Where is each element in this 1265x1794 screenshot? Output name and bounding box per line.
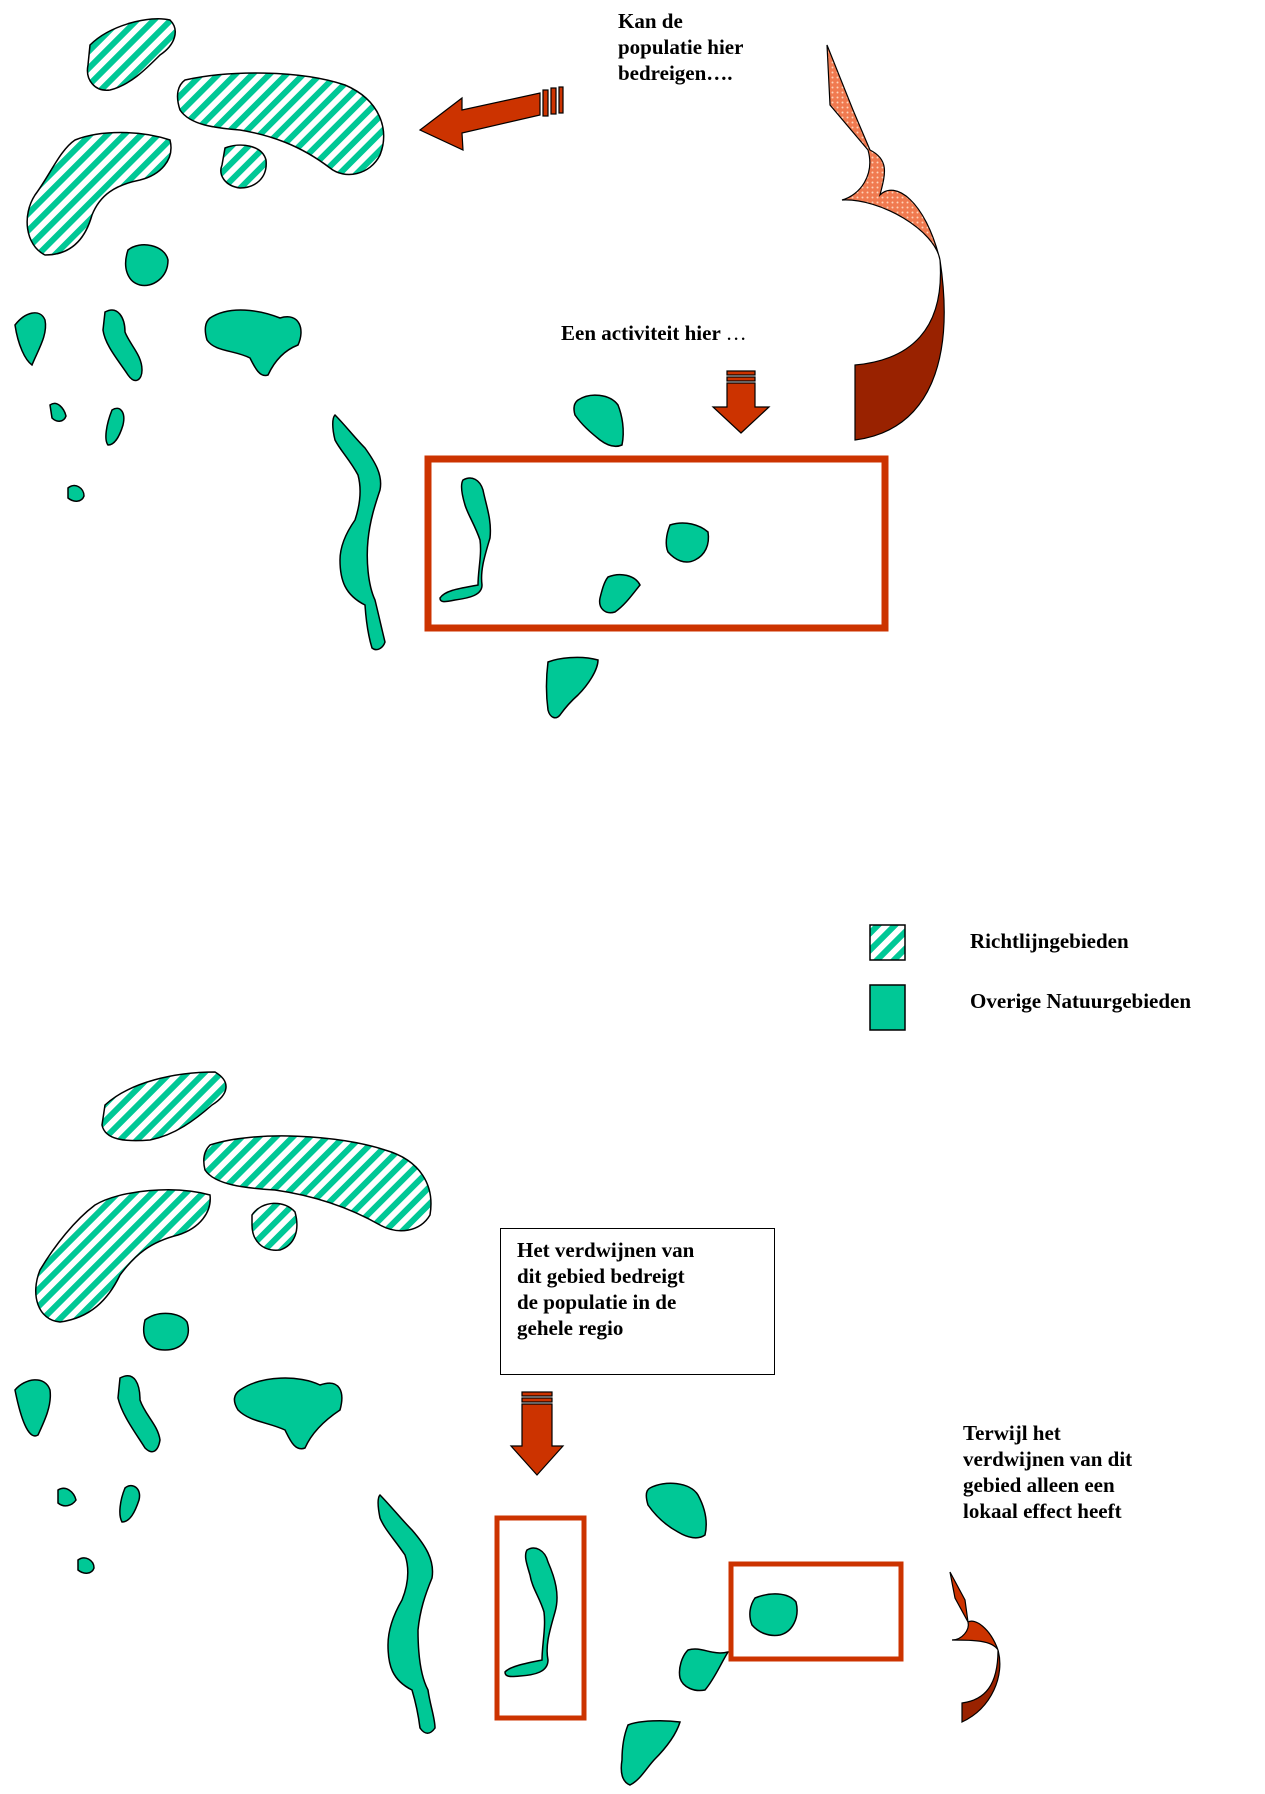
curved-arrow [826,44,945,441]
directive-area [251,1202,298,1251]
nature-area [105,407,125,446]
activity-frame [424,455,889,632]
local-effect-label: Terwijl het verdwijnen van dit gebied al… [963,1420,1132,1524]
top-question-line: Kan de [618,9,683,33]
nature-area [117,1375,161,1453]
directive-area [220,144,267,189]
top-question-line: bedreigen…. [618,61,733,85]
callout-line: gehele regio [517,1316,624,1340]
activity-ellipsis: … [725,321,747,345]
nature-area [102,309,143,382]
regional-frame [494,1515,587,1721]
left-arrow [418,86,564,151]
local-effect-line: gebied alleen een [963,1473,1115,1497]
local-curved-arrow [949,1571,1001,1723]
nature-area [119,1484,141,1523]
activity-label: Een activiteit hier … [561,320,747,346]
nature-area [620,1720,681,1786]
nature-area [124,244,169,287]
nature-area [545,656,599,719]
callout-line: de populatie in de [517,1290,677,1314]
nature-area [665,522,710,563]
nature-area [645,1482,707,1539]
nature-area [377,1493,436,1734]
callout-line: dit gebied bedreigt [517,1264,685,1288]
bottom-map [14,1071,798,1786]
directive-area [101,1071,227,1142]
nature-area [439,477,492,603]
legend-label-solid: Overige Natuurgebieden [970,989,1192,1013]
nature-area [14,312,47,367]
top-question-label: Kan de populatie hier bedreigen…. [618,8,743,86]
local-effect-line: Terwijl het [963,1421,1061,1445]
nature-area [678,1648,730,1692]
legend-swatch-hatched [869,924,906,961]
nature-area [233,1377,343,1450]
top-question-line: populatie hier [618,35,744,59]
nature-area [332,413,386,651]
directive-area [86,18,176,91]
nature-area [598,573,641,614]
top-map [14,18,710,719]
directive-area [26,131,172,256]
legend [869,924,906,1031]
nature-area [49,402,67,422]
nature-area [14,1379,52,1437]
local-effect-line: verdwijnen van dit [963,1447,1133,1471]
local-frame [728,1561,904,1662]
activity-down-arrow [711,370,771,434]
callout-line: Het verdwijnen van [517,1238,695,1262]
nature-area [143,1312,189,1351]
nature-area [57,1487,77,1507]
callout-down-arrow [509,1391,565,1476]
nature-area [573,394,624,448]
activity-text: Een activiteit hier [561,321,721,345]
legend-swatch-solid [869,984,906,1031]
directive-area [176,72,385,176]
directive-area [35,1189,211,1323]
nature-area [67,484,85,502]
local-effect-line: lokaal effect heeft [963,1499,1122,1523]
nature-area [77,1557,95,1574]
legend-label-hatched: Richtlijngebieden [970,929,1129,953]
nature-area [504,1547,558,1678]
directive-area [203,1135,432,1232]
callout-box: Het verdwijnen van dit gebied bedreigt d… [500,1228,775,1375]
nature-area [749,1593,798,1637]
nature-area [204,309,302,377]
